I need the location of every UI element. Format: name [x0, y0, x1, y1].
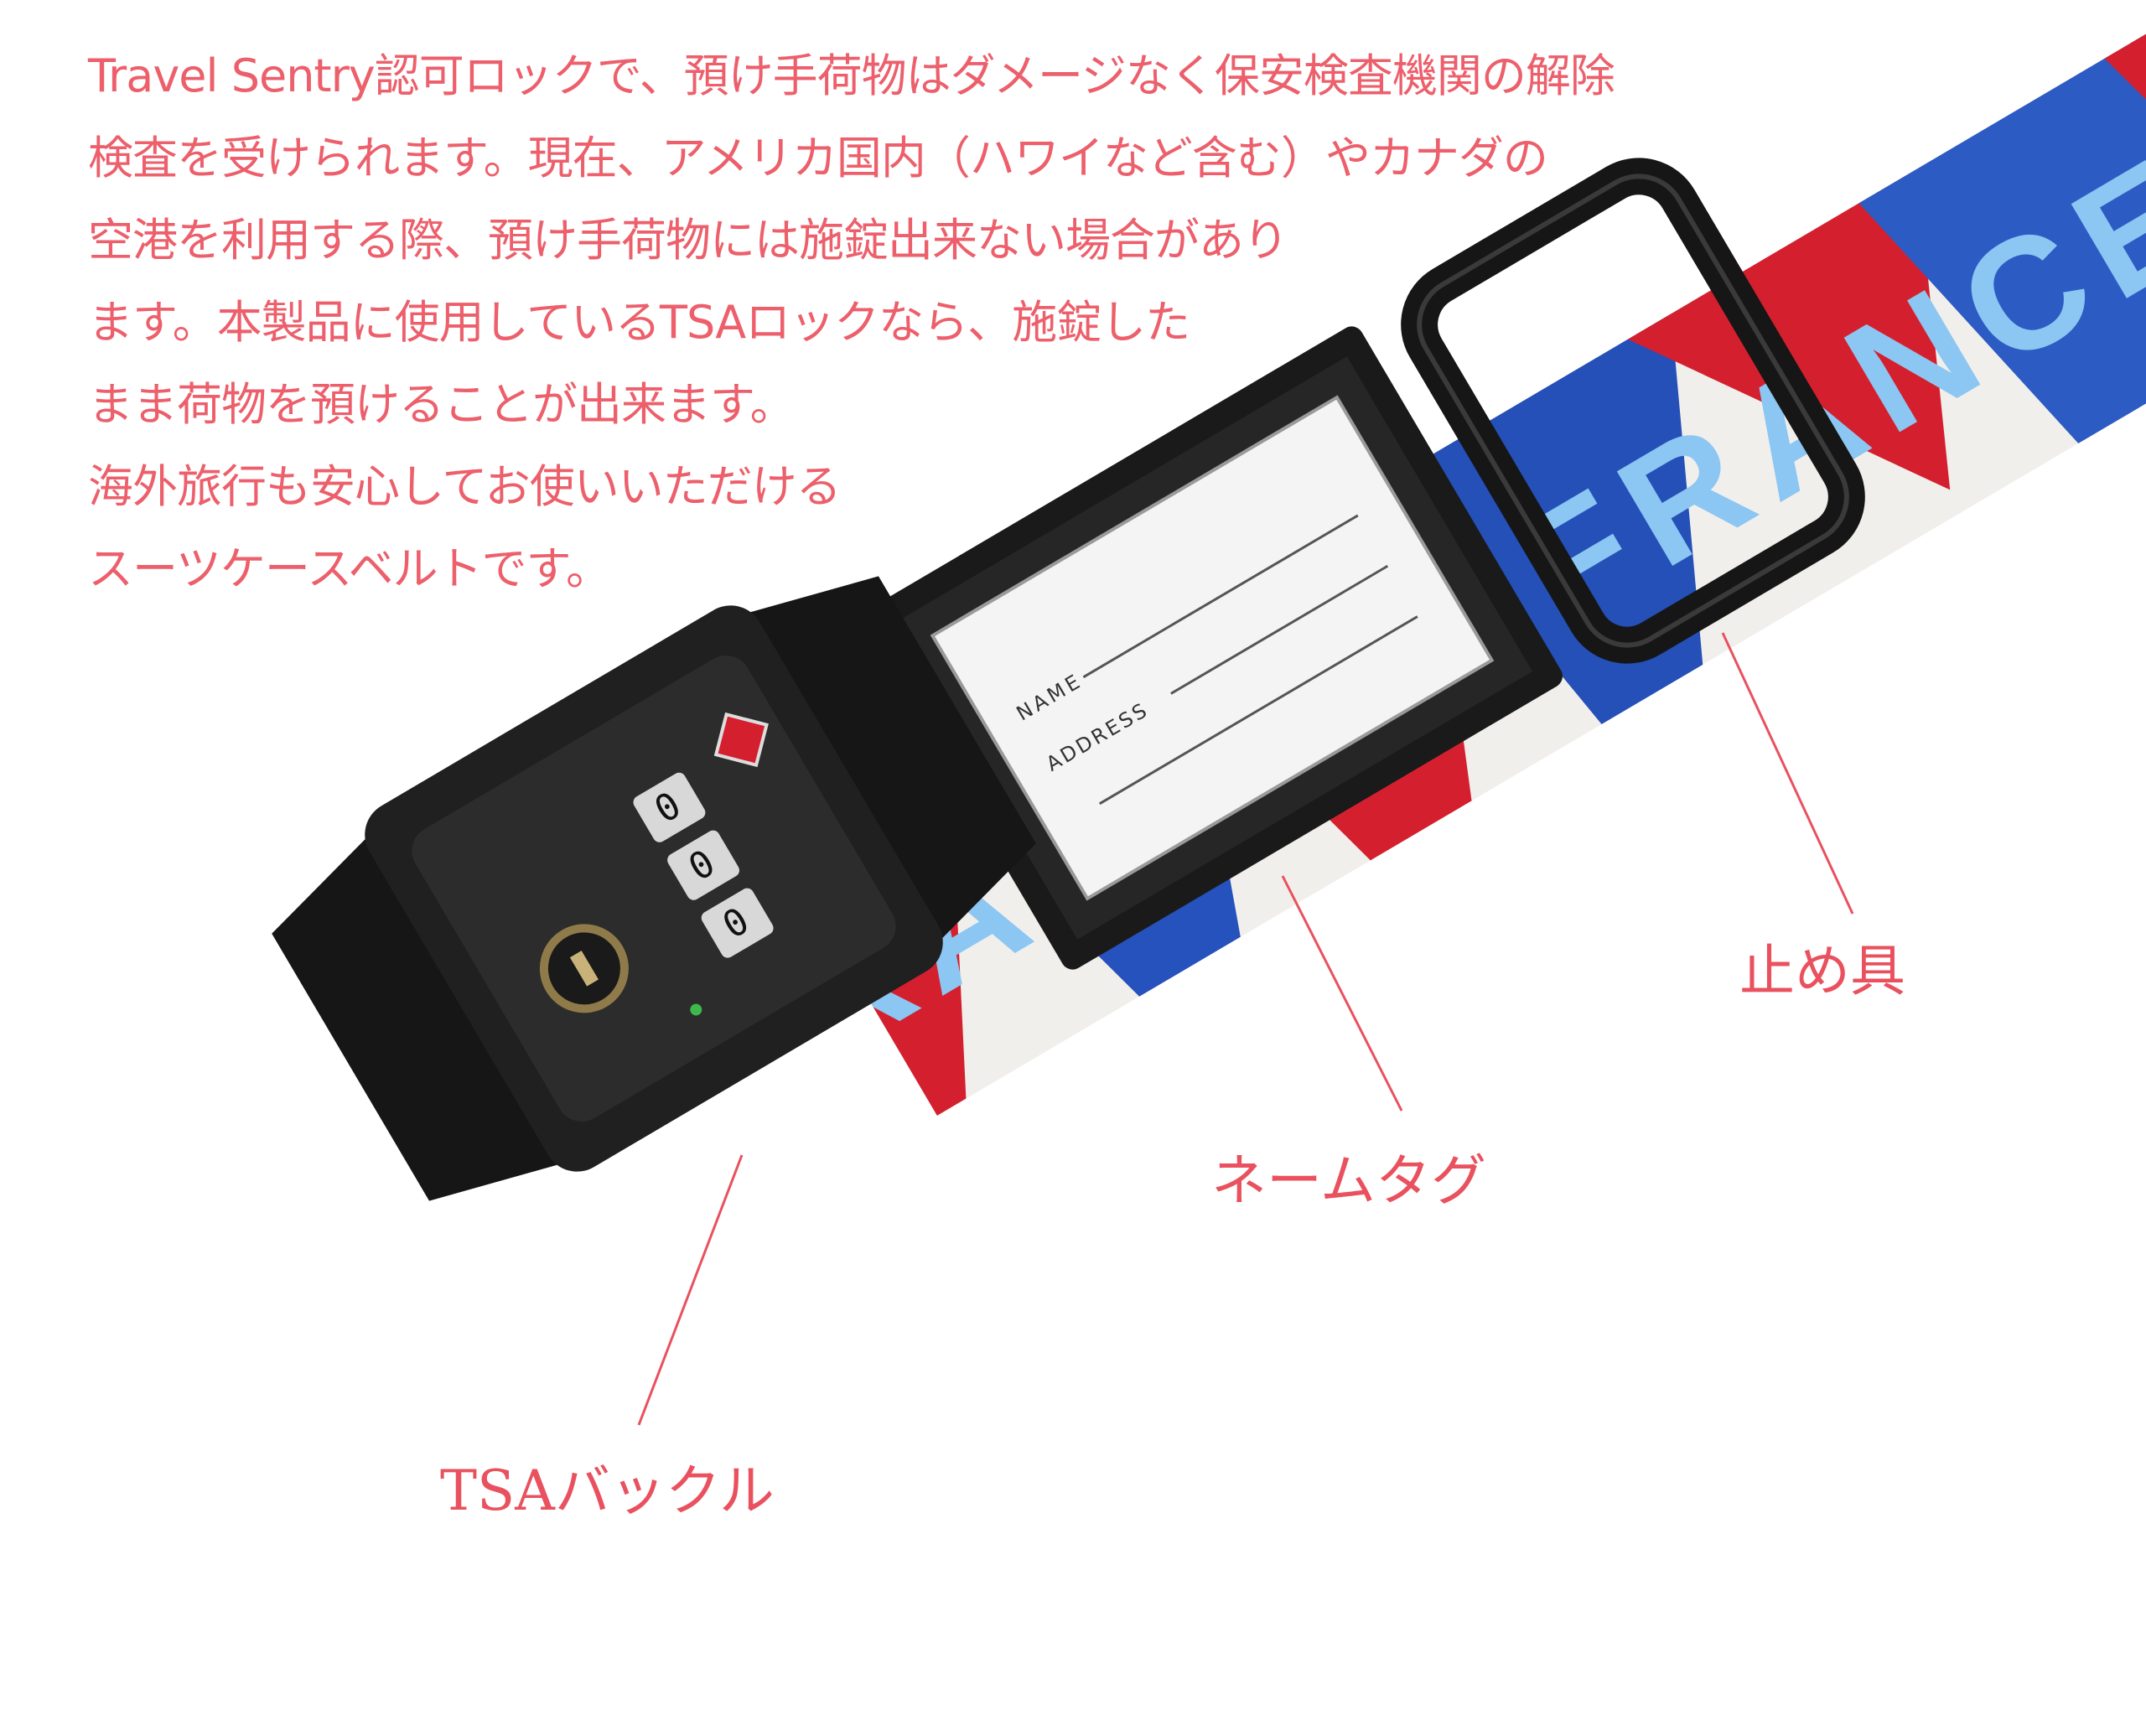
callout-name-tag: ネームタグ [1211, 1148, 1487, 1213]
lock-dial[interactable] [631, 770, 708, 845]
description-line: 検査を受けられます。現在、アメリカ国内（ハワイなど含む）やカナダの [88, 132, 1548, 184]
belt-stopper [1401, 158, 1865, 664]
travel-sentry-icon [713, 712, 769, 768]
leader-line-nametag [1281, 875, 1403, 1112]
leader-line-buckle [637, 1154, 744, 1426]
tsa-buckle: 0 0 0 [272, 576, 1036, 1201]
description-line: ます。本製品に使用しているTSAロックなら、施錠した [88, 296, 1190, 349]
description-line: 空港を利用する際、預け手荷物には施錠出来ない場合があり [88, 214, 1288, 267]
product-description: Travel Sentry認可ロックで、預け手荷物はダメージなく保安検査機関の解… [88, 35, 1932, 610]
description-line: まま荷物を預けることが出来ます。 [88, 378, 796, 431]
description-line: スーツケースベルトです。 [88, 542, 611, 595]
lock-dial[interactable] [699, 886, 776, 961]
description-line: Travel Sentry認可ロックで、預け手荷物はダメージなく保安検査機関の解… [88, 49, 1615, 102]
leader-line-stopper [1721, 632, 1854, 915]
name-tag: NAME ADDRESS [862, 326, 1563, 970]
lock-dial[interactable] [665, 828, 742, 903]
callout-tsa-buckle: TSAバックル [440, 1459, 775, 1523]
description-line: 海外旅行も安心してお使いいただける [88, 460, 842, 513]
callout-stopper: 止め具 [1739, 939, 1905, 1003]
